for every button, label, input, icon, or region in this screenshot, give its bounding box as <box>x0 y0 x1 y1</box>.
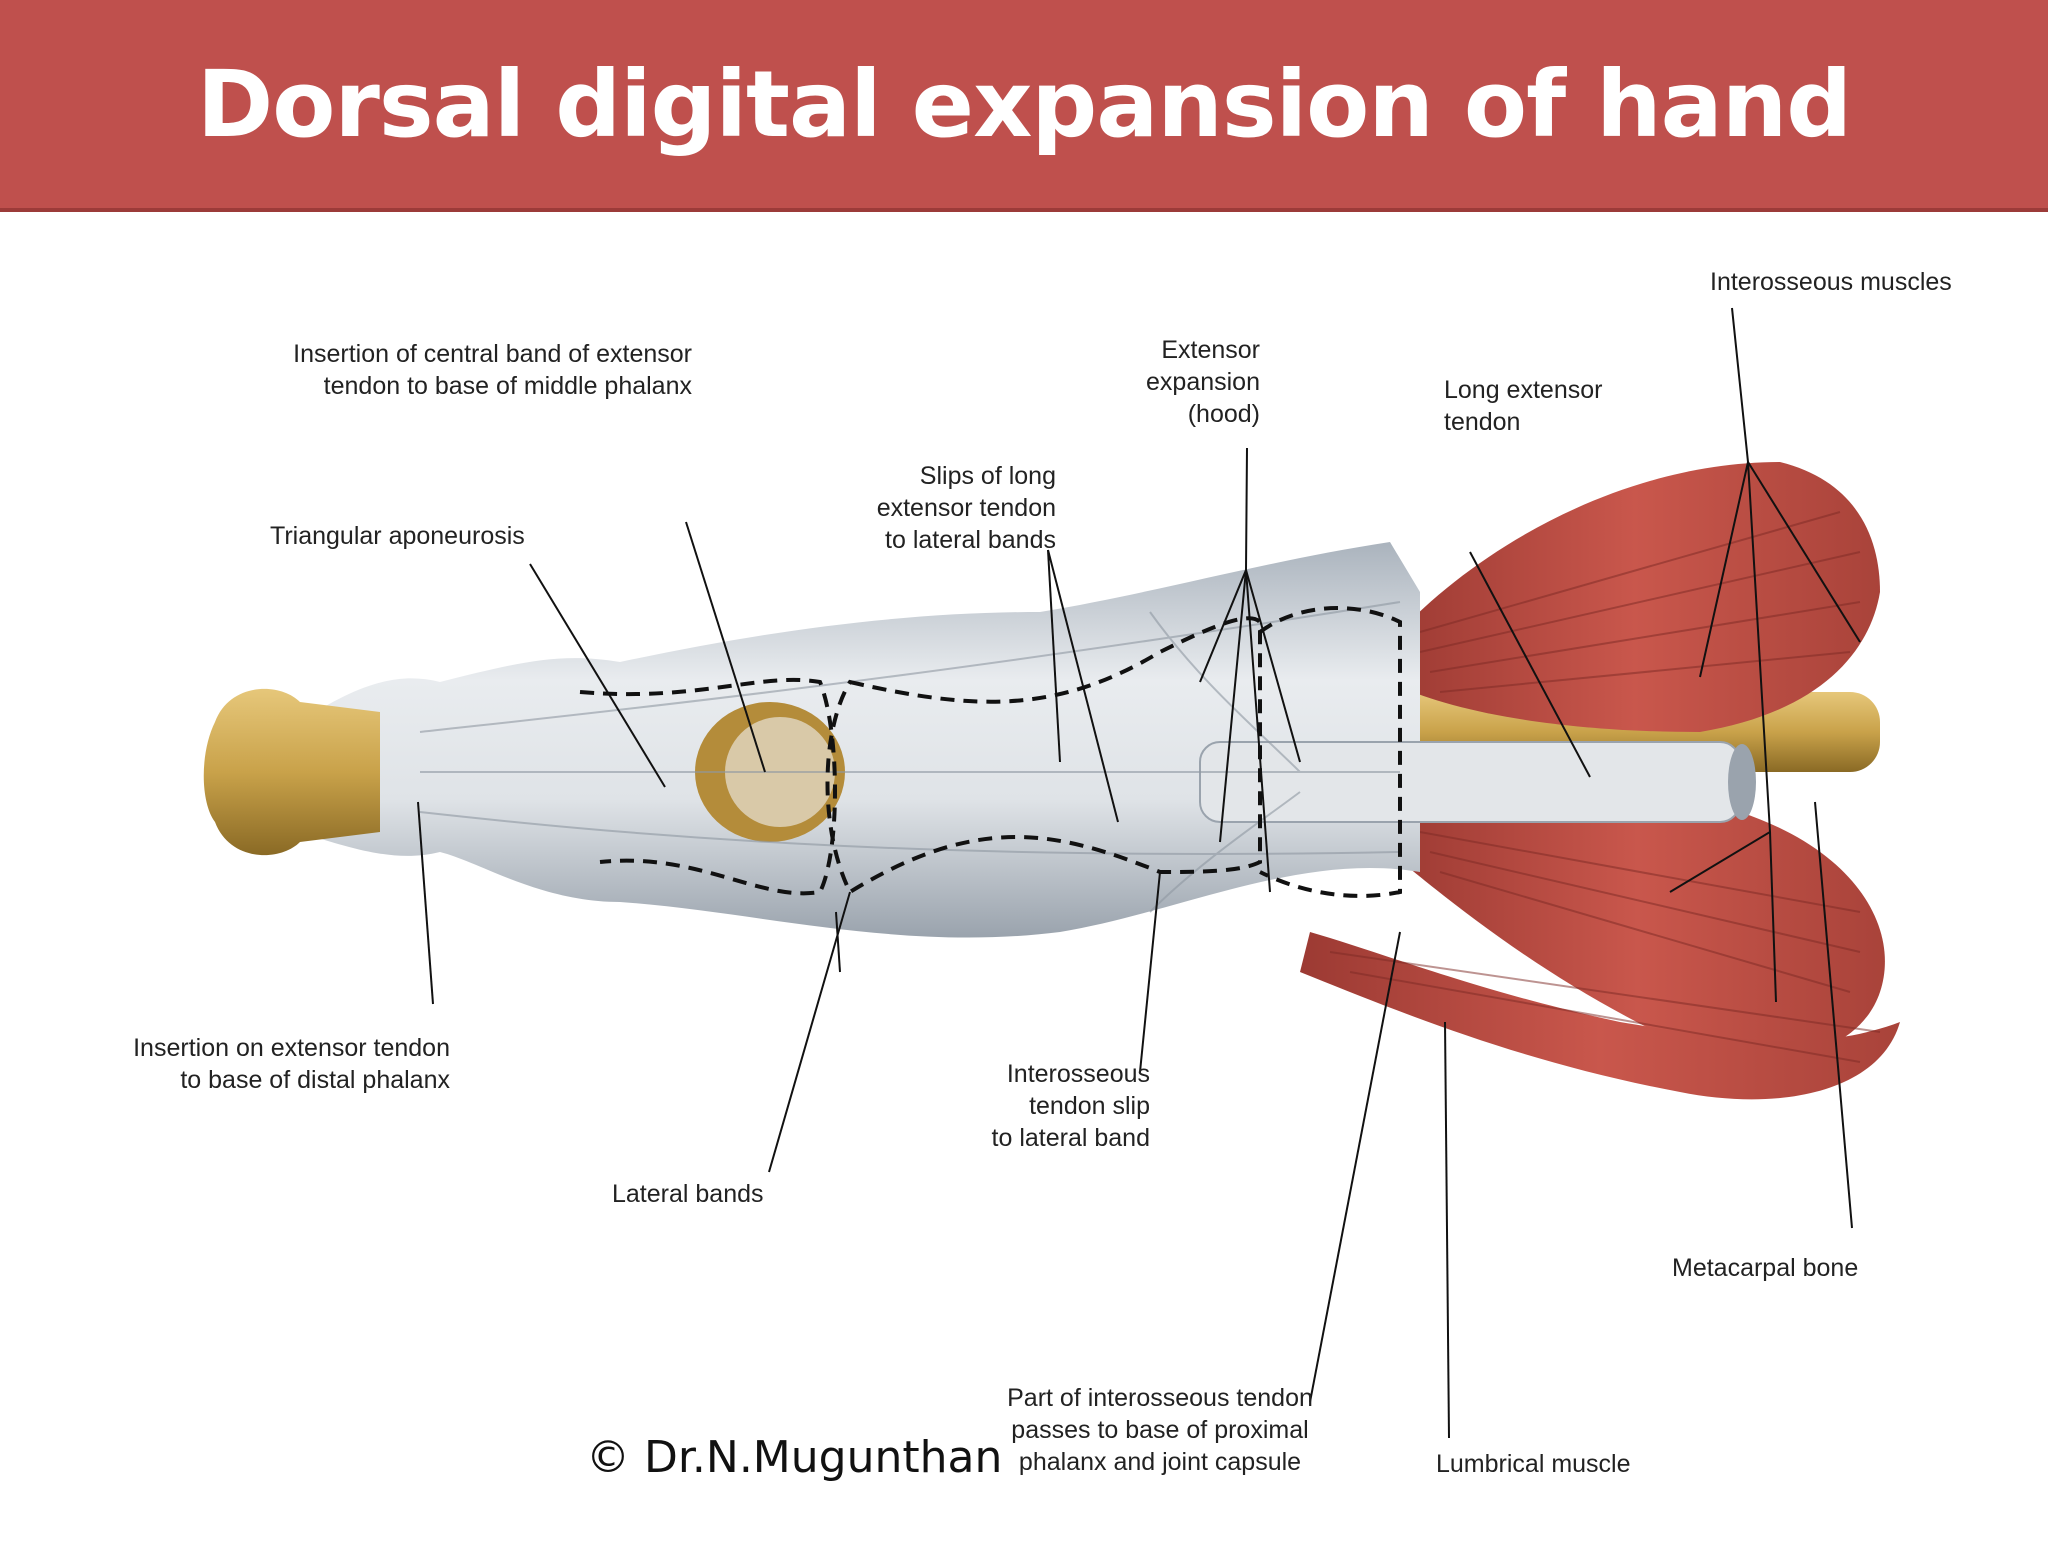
label-text: to base of distal phalanx <box>180 1066 450 1094</box>
muscle-fibers <box>1329 511 1881 1063</box>
label-interosseous-muscles: Interosseous muscles <box>1710 266 1952 298</box>
label-text: Lateral bands <box>612 1180 764 1208</box>
label-extensor-expansion: Extensor expansion (hood) <box>1110 334 1260 430</box>
label-text: Part of interosseous tendon <box>1007 1384 1313 1412</box>
tendon-fibers <box>419 601 1401 913</box>
label-text: Insertion of central band of extensor <box>293 340 692 368</box>
label-central-band-insertion: Insertion of central band of extensor te… <box>282 338 692 402</box>
label-text: expansion <box>1146 368 1260 396</box>
label-text: Slips of long <box>919 462 1056 490</box>
label-text: Triangular aponeurosis <box>270 522 525 550</box>
leader-lines <box>417 307 1861 1439</box>
label-text: tendon <box>1444 408 1521 436</box>
label-text: Interosseous muscles <box>1710 268 1952 296</box>
label-text: Long extensor <box>1444 376 1603 404</box>
label-text: tendon to base of middle phalanx <box>323 372 692 400</box>
long-extensor-tendon-shape <box>1199 741 1756 823</box>
label-text: Extensor <box>1161 336 1260 364</box>
label-distal-insertion: Insertion on extensor tendon to base of … <box>100 1032 450 1096</box>
label-text: to lateral band <box>991 1124 1150 1152</box>
title-bar: Dorsal digital expansion of hand <box>0 0 2048 212</box>
label-text: to lateral bands <box>885 526 1056 554</box>
label-text: Lumbrical muscle <box>1436 1450 1631 1478</box>
label-text: (hood) <box>1187 400 1260 428</box>
copyright-notice: © Dr.N.Mugunthan <box>586 1432 1003 1483</box>
label-text: Insertion on extensor tendon <box>133 1034 450 1062</box>
label-text: Interosseous <box>1006 1060 1150 1088</box>
extensor-tendon-body <box>300 542 1420 938</box>
lumbrical-muscle-shape <box>1300 932 1900 1100</box>
label-lateral-bands: Lateral bands <box>612 1178 764 1210</box>
dashed-outlines <box>579 606 1402 898</box>
distal-phalanx-shape <box>203 688 380 856</box>
page-title: Dorsal digital expansion of hand <box>196 50 1852 158</box>
interosseous-muscle-upper <box>1390 462 1880 732</box>
hand-illustration <box>203 307 1900 1439</box>
label-triangular-aponeurosis: Triangular aponeurosis <box>270 520 525 552</box>
label-part-interosseous-tendon: Part of interosseous tendon passes to ba… <box>990 1382 1330 1478</box>
diagram-stage: Interosseous muscles Insertion of centra… <box>0 212 2048 1536</box>
label-text: phalanx and joint capsule <box>1018 1448 1302 1476</box>
label-metacarpal-bone: Metacarpal bone <box>1672 1252 1858 1284</box>
interosseous-muscle-lower <box>1390 785 1885 1060</box>
label-slips-long-extensor: Slips of long extensor tendon to lateral… <box>840 460 1056 556</box>
label-interosseous-tendon-slip: Interosseous tendon slip to lateral band <box>960 1058 1150 1154</box>
label-lumbrical-muscle: Lumbrical muscle <box>1436 1448 1631 1480</box>
label-text: extensor tendon <box>876 494 1056 522</box>
label-text: tendon slip <box>1029 1092 1150 1120</box>
label-long-extensor-tendon: Long extensor tendon <box>1444 374 1602 438</box>
label-text: passes to base of proximal <box>1011 1416 1309 1444</box>
label-text: Metacarpal bone <box>1672 1254 1859 1282</box>
